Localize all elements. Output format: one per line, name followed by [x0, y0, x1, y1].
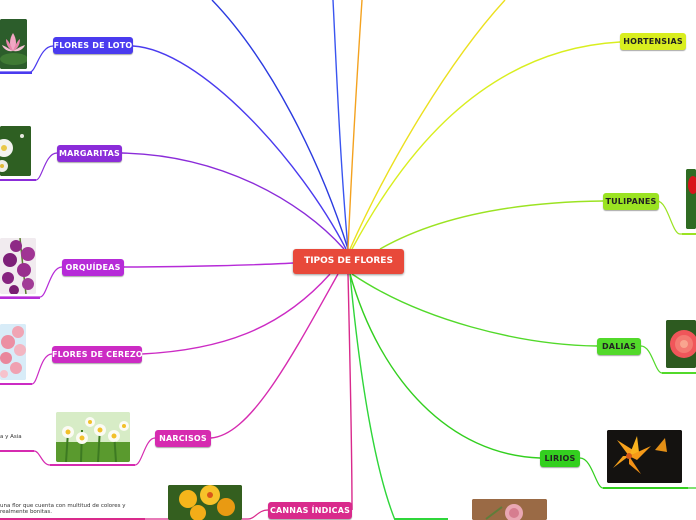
sublink-narcisos: [50, 437, 156, 466]
link-top-blue2: [332, 0, 349, 250]
sublink-tulipanes: [656, 200, 696, 235]
node-cannas-indicas[interactable]: CANNAS ÍNDICAS: [268, 502, 352, 519]
node-orquideas[interactable]: ORQUÍDEAS: [62, 259, 124, 276]
central-node[interactable]: TIPOS DE FLORES: [293, 249, 404, 274]
node-flores-de-loto[interactable]: FLORES DE LOTO: [53, 37, 133, 54]
node-narcisos[interactable]: NARCISOS: [155, 430, 211, 447]
node-dalias[interactable]: DALIAS: [597, 338, 641, 355]
sublink-lirios: [579, 457, 696, 489]
lily-photo-icon: [607, 430, 682, 483]
sublink-cerezo: [0, 353, 53, 385]
node-lirios[interactable]: LIRIOS: [540, 450, 580, 467]
link-tulipanes: [379, 200, 604, 250]
link-top-blue: [211, 0, 349, 250]
narcisos-note: a y Asia: [0, 434, 22, 440]
link-loto: [132, 45, 347, 250]
sublink-orquideas: [0, 266, 63, 298]
narcissus-photo-icon: [56, 412, 130, 462]
carnation-photo-icon: [472, 499, 547, 520]
canna-photo-icon: [168, 485, 242, 520]
link-bottom-green: [349, 273, 396, 520]
lotus-photo-icon: [0, 19, 27, 69]
cherry-blossom-photo-icon: [0, 324, 26, 380]
link-lirios: [349, 273, 541, 459]
link-hortensias: [351, 41, 621, 250]
link-cannas: [347, 273, 353, 511]
link-narcisos: [210, 273, 339, 439]
cannas-note-line1: una flor que cuenta con multitud de colo…: [0, 503, 126, 509]
sublink-margaritas: [0, 152, 58, 181]
node-margaritas[interactable]: MARGARITAS: [57, 145, 122, 162]
node-hortensias[interactable]: HORTENSIAS: [620, 33, 686, 50]
sublink-dalias: [640, 345, 696, 374]
daisy-photo-icon: [0, 126, 31, 176]
link-dalias: [351, 273, 598, 347]
node-flores-de-cerezo[interactable]: FLORES DE CEREZO: [52, 346, 143, 363]
sublink-narcisos2: [0, 450, 51, 466]
sublink-loto: [0, 45, 54, 73]
link-margaritas: [121, 152, 345, 250]
node-tulipanes[interactable]: TULIPANES: [603, 193, 659, 210]
tulip-photo-icon: [686, 169, 696, 229]
link-orquideas: [123, 262, 294, 268]
sublink-cannas: [0, 509, 269, 520]
cannas-note-line2: realmente bonitas.: [0, 509, 52, 515]
orchid-photo-icon: [0, 238, 36, 294]
dahlia-photo-icon: [666, 320, 696, 368]
link-top-orange: [347, 0, 363, 250]
link-top-yellow: [349, 0, 506, 250]
link-cerezo: [141, 273, 331, 355]
